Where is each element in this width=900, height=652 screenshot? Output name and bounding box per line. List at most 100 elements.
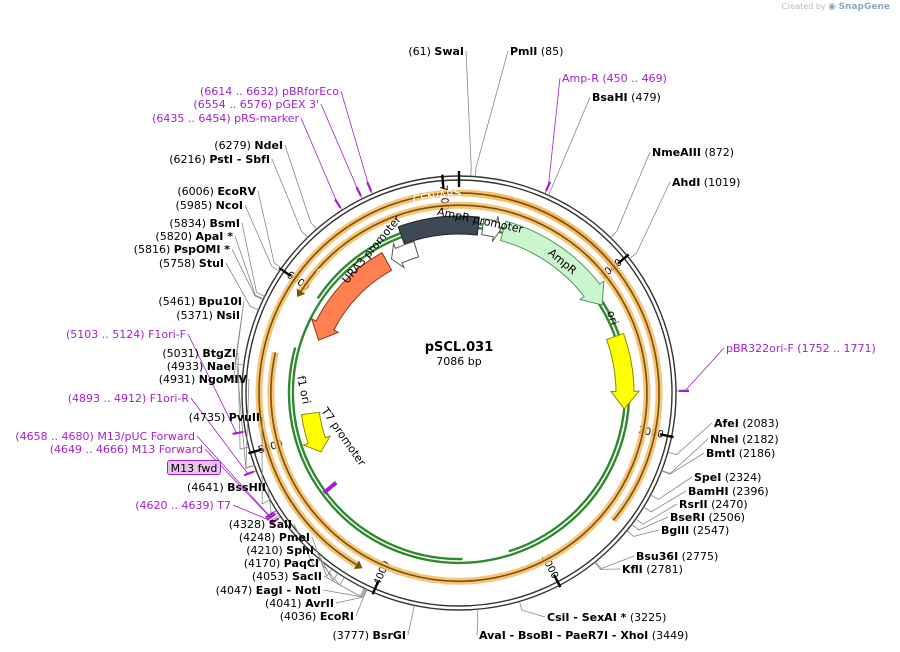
primer-label-3[interactable]: (4649 .. 4666) M13 Forward xyxy=(50,443,203,456)
primer-site-7 xyxy=(334,198,342,209)
enzyme-leader-39 xyxy=(271,158,309,238)
enzyme-leader-32 xyxy=(234,300,245,366)
enzyme-leader-22 xyxy=(320,562,345,586)
primer-label-6[interactable]: (5103 .. 5124) F1ori-F xyxy=(66,328,186,341)
enzyme-label-34[interactable]: (5816) PspOMI * xyxy=(134,243,231,256)
enzyme-label-0[interactable]: (61) SwaI xyxy=(408,45,464,58)
primer-leader-0 xyxy=(544,77,561,194)
enzyme-label-36[interactable]: (5834) BsmI xyxy=(169,217,240,230)
enzyme-label-29[interactable]: (4933) NaeI xyxy=(167,360,235,373)
primer-site-3 xyxy=(266,513,276,521)
primer-label-9[interactable]: (6614 .. 6632) pBRforEco xyxy=(200,85,339,98)
enzyme-leader-30 xyxy=(237,352,249,450)
enzyme-label-16[interactable]: AvaI - BsoBI - PaeR7I - XhoI (3449) xyxy=(479,629,688,642)
primer-label-0[interactable]: Amp-R (450 .. 469) xyxy=(562,72,667,85)
feature-ura3-promoter[interactable] xyxy=(391,240,420,269)
enzyme-leader-29 xyxy=(236,365,255,469)
primer-label-4[interactable]: (4658 .. 4680) M13/pUC Forward xyxy=(15,430,195,443)
enzyme-label-20[interactable]: (4047) EagI - NotI xyxy=(216,584,321,597)
enzyme-leader-15 xyxy=(518,601,546,618)
primer-leader-7 xyxy=(300,117,343,211)
primer-label-1[interactable]: pBR322ori-F (1752 .. 1771) xyxy=(726,342,876,355)
enzyme-leader-23 xyxy=(315,549,339,582)
enzyme-label-21[interactable]: (4053) SacII xyxy=(252,570,322,583)
enzyme-label-22[interactable]: (4170) PaqCI xyxy=(244,557,319,570)
enzyme-label-11[interactable]: BseRI (2506) xyxy=(670,511,745,524)
feature-f1-ori[interactable] xyxy=(300,411,332,453)
enzyme-label-15[interactable]: CsiI - SexAI * (3225) xyxy=(547,611,666,624)
enzyme-leader-40 xyxy=(284,144,317,230)
enzyme-label-14[interactable]: KflI (2781) xyxy=(622,563,683,576)
enzyme-label-8[interactable]: SpeI (2324) xyxy=(694,471,761,484)
enzyme-leader-26 xyxy=(267,486,280,521)
orf-ura3-band xyxy=(267,201,651,585)
primer-label-7[interactable]: (6435 .. 6454) pRS-marker xyxy=(152,112,299,125)
enzyme-label-12[interactable]: BglII (2547) xyxy=(661,524,729,537)
enzyme-label-27[interactable]: (4735) PvuII xyxy=(189,411,260,424)
enzyme-label-40[interactable]: (6279) NdeI xyxy=(214,139,283,152)
tick-mark-7000 xyxy=(441,174,445,189)
label-group: (61) SwaI PmlI (85) BsaHI (479) NmeAIII (87… xyxy=(15,45,876,642)
enzyme-label-19[interactable]: (4041) AvrII xyxy=(265,597,334,610)
primer-label-8[interactable]: (6554 .. 6576) pGEX 3' xyxy=(193,98,319,111)
snapgene-brand: SnapGene xyxy=(838,2,890,12)
enzyme-label-9[interactable]: BamHI (2396) xyxy=(688,485,769,498)
enzyme-leader-12 xyxy=(626,529,660,537)
enzyme-label-18[interactable]: (4036) EcoRI xyxy=(280,610,354,623)
feature-t7-promoter-mark[interactable] xyxy=(322,481,338,495)
enzyme-label-4[interactable]: AhdI (1019) xyxy=(672,176,740,189)
enzyme-label-3[interactable]: NmeAIII (872) xyxy=(652,146,734,159)
enzyme-leader-16 xyxy=(476,609,479,636)
enzyme-label-26[interactable]: (4641) BssHII xyxy=(187,481,266,494)
enzyme-leader-10 xyxy=(635,503,678,525)
snapgene-logo-icon: ◉ xyxy=(828,2,837,12)
enzyme-label-25[interactable]: (4328) SalI xyxy=(229,518,292,531)
enzyme-leader-34 xyxy=(231,248,264,301)
enzyme-leader-37 xyxy=(244,204,280,272)
enzyme-label-6[interactable]: NheI (2182) xyxy=(710,433,779,446)
enzyme-label-33[interactable]: (5758) StuI xyxy=(159,257,224,270)
enzyme-label-2[interactable]: BsaHI (479) xyxy=(592,91,661,104)
enzyme-label-38[interactable]: (6006) EcoRV xyxy=(177,185,256,198)
enzyme-label-35[interactable]: (5820) ApaI * xyxy=(155,230,233,243)
enzyme-leader-36 xyxy=(241,222,265,297)
enzyme-leader-20 xyxy=(322,588,366,598)
orf-lower-band xyxy=(255,189,663,568)
enzyme-leader-3 xyxy=(610,151,651,238)
enzyme-leader-38 xyxy=(257,190,282,269)
enzyme-label-24[interactable]: (4248) PmeI xyxy=(239,531,310,544)
enzyme-label-17[interactable]: (3777) BsrGI xyxy=(332,629,406,642)
enzyme-label-13[interactable]: Bsu36I (2775) xyxy=(636,550,718,563)
primer-leader-1 xyxy=(675,347,725,392)
feature-ori[interactable] xyxy=(605,332,641,410)
enzyme-label-23[interactable]: (4210) SphI xyxy=(246,544,314,557)
enzyme-label-37[interactable]: (5985) NcoI xyxy=(176,199,243,212)
enzyme-leader-19 xyxy=(335,589,367,604)
enzyme-leader-6 xyxy=(661,438,709,474)
feature-ampr[interactable] xyxy=(499,220,605,306)
enzyme-label-5[interactable]: AfeI (2083) xyxy=(714,417,779,430)
orf-ura3-arrow xyxy=(296,288,306,298)
enzyme-label-39[interactable]: (6216) PstI - SbfI xyxy=(169,153,270,166)
primer-site-4 xyxy=(265,511,275,519)
orf-lower-line xyxy=(258,192,660,566)
enzyme-label-10[interactable]: RsrII (2470) xyxy=(679,498,748,511)
enzyme-label-7[interactable]: BmtI (2186) xyxy=(706,447,775,460)
created-by-watermark: Created by ◉ SnapGene xyxy=(782,2,890,12)
feature-cen-ars[interactable] xyxy=(397,215,480,245)
enzyme-label-30[interactable]: (5031) BtgZI xyxy=(162,347,236,360)
feature-ura3[interactable] xyxy=(310,252,393,341)
enzyme-label-32[interactable]: (5461) Bpu10I xyxy=(158,295,242,308)
primer-label-5[interactable]: (4893 .. 4912) F1ori-R xyxy=(68,392,190,405)
enzyme-leader-18 xyxy=(355,589,368,617)
feature-ampr-promoter[interactable] xyxy=(481,216,501,242)
selected-primer-m13-fwd[interactable]: M13 fwd xyxy=(167,460,221,475)
enzyme-leader-17 xyxy=(407,605,415,636)
enzyme-label-31[interactable]: (5371) NsiI xyxy=(176,309,240,322)
created-by-text: Created by xyxy=(781,2,826,11)
primer-label-2[interactable]: (4620 .. 4639) T7 xyxy=(135,499,231,512)
enzyme-label-28[interactable]: (4931) NgoMIV xyxy=(159,373,248,386)
enzyme-leader-24 xyxy=(311,536,333,578)
enzyme-label-1[interactable]: PmlI (85) xyxy=(510,45,563,58)
